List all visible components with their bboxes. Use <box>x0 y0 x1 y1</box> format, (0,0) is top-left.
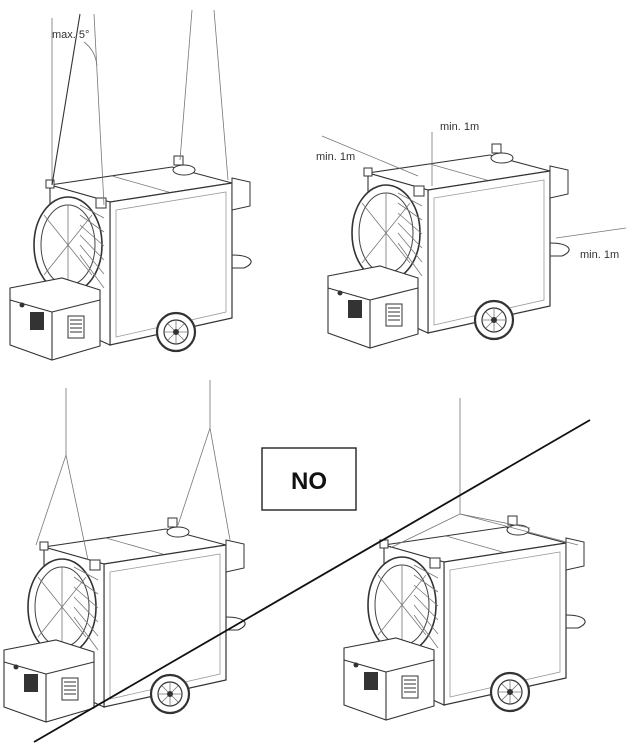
max-angle-label: max. 5° <box>52 29 89 41</box>
heater-hanging-ok <box>8 9 253 362</box>
no-box: NO <box>261 447 357 511</box>
strike-line <box>33 419 591 743</box>
min-right-label: min. 1m <box>580 249 619 261</box>
heater-clearance <box>321 132 627 350</box>
no-label: NO <box>291 468 327 495</box>
min-left-label: min. 1m <box>316 151 355 163</box>
min-top-label: min. 1m <box>440 121 479 133</box>
heater-hanging-wrong-a <box>2 380 247 724</box>
heater-hanging-wrong-b <box>342 398 587 722</box>
